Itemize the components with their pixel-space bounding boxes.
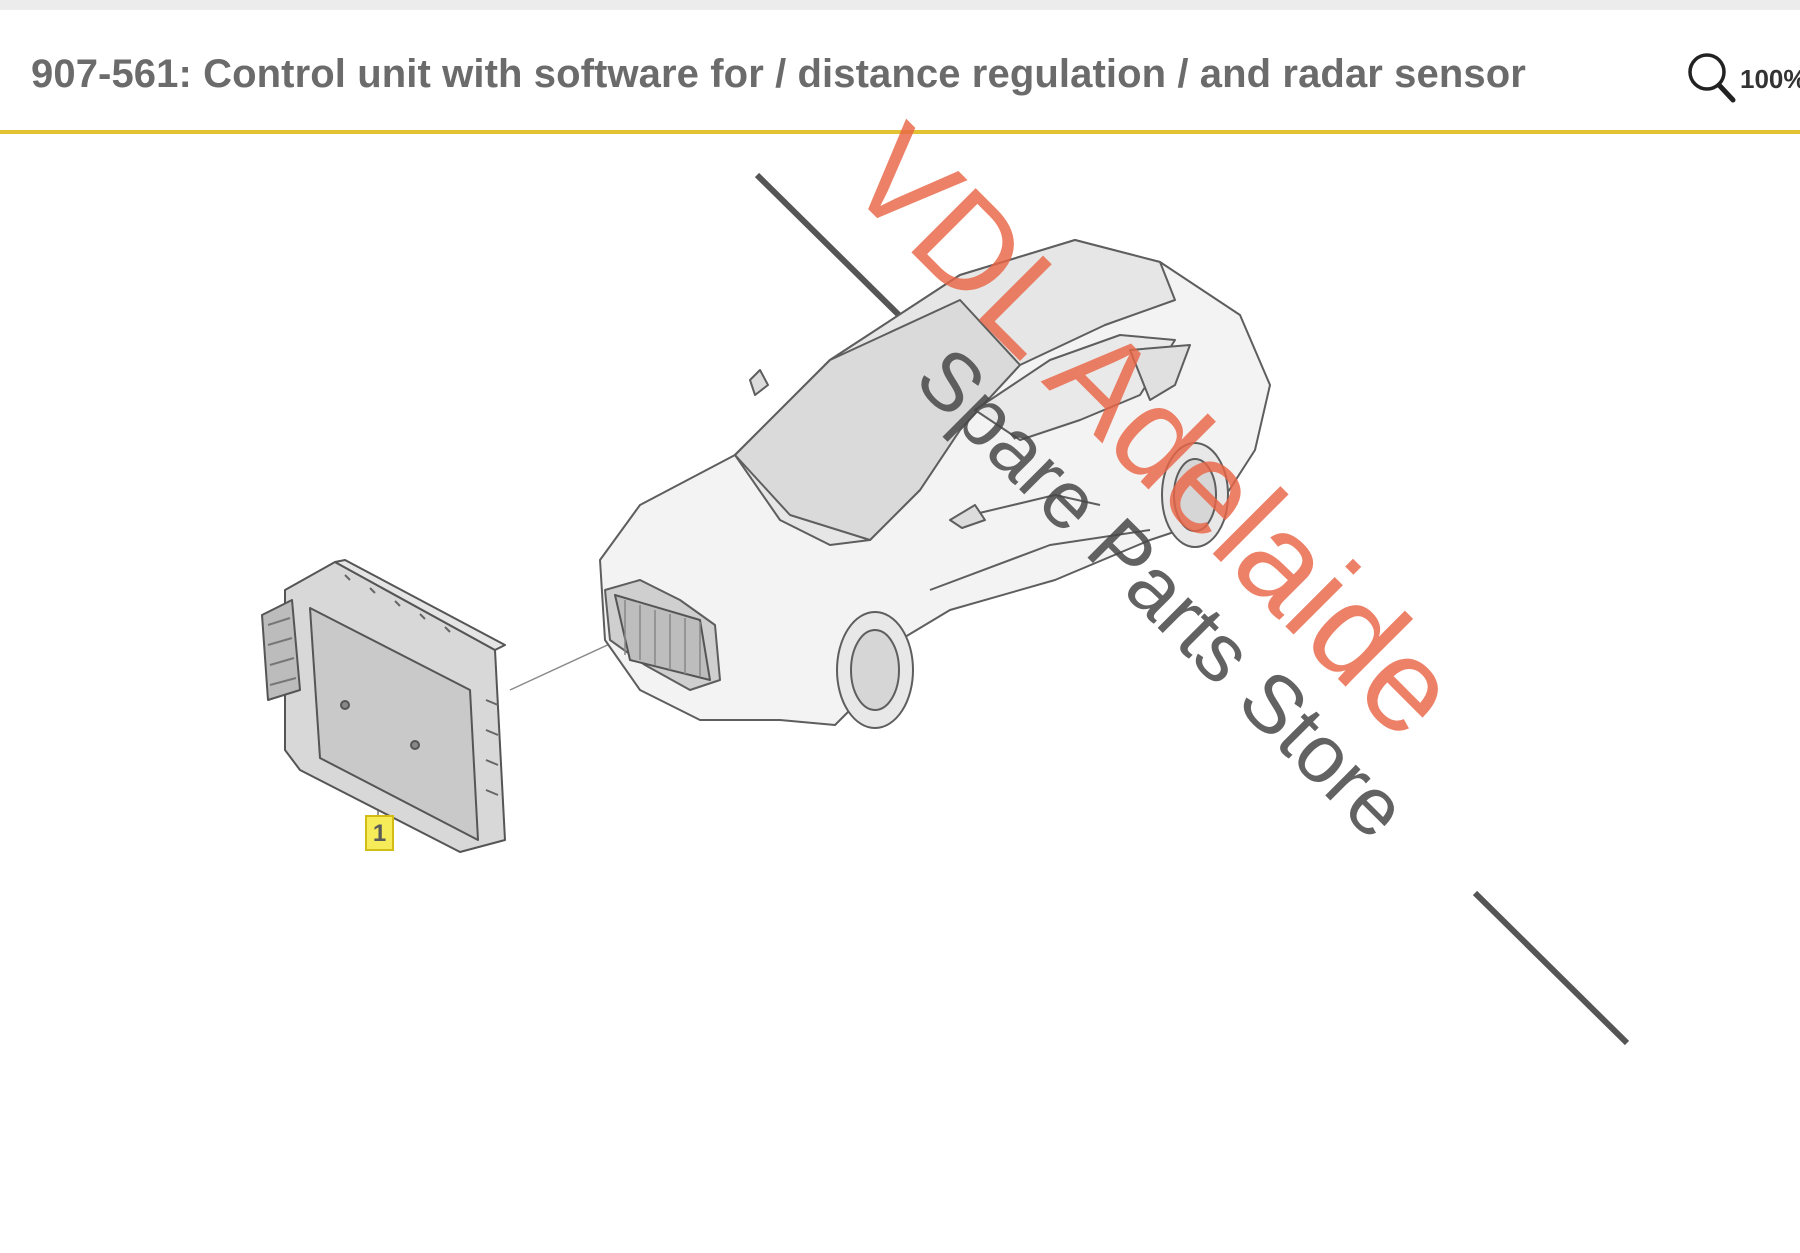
zoom-level: 100%	[1740, 64, 1800, 94]
callout-1[interactable]: 1	[365, 815, 394, 851]
zoom-control[interactable]: 100%	[1686, 50, 1800, 106]
car-illustration	[599, 239, 1271, 729]
watermark-stroke-top	[754, 172, 912, 328]
watermark-stroke-bottom	[1472, 890, 1630, 1046]
page-title: 907-561: Control unit with software for …	[31, 52, 1526, 96]
page-header: 907-561: Control unit with software for …	[0, 10, 1800, 134]
top-strip	[0, 0, 1800, 10]
control-unit-illustration	[261, 559, 506, 853]
magnifier-icon	[1688, 53, 1736, 103]
parts-diagram: 1 VDL Adelaide Spare Parts Store	[0, 98, 1800, 1253]
